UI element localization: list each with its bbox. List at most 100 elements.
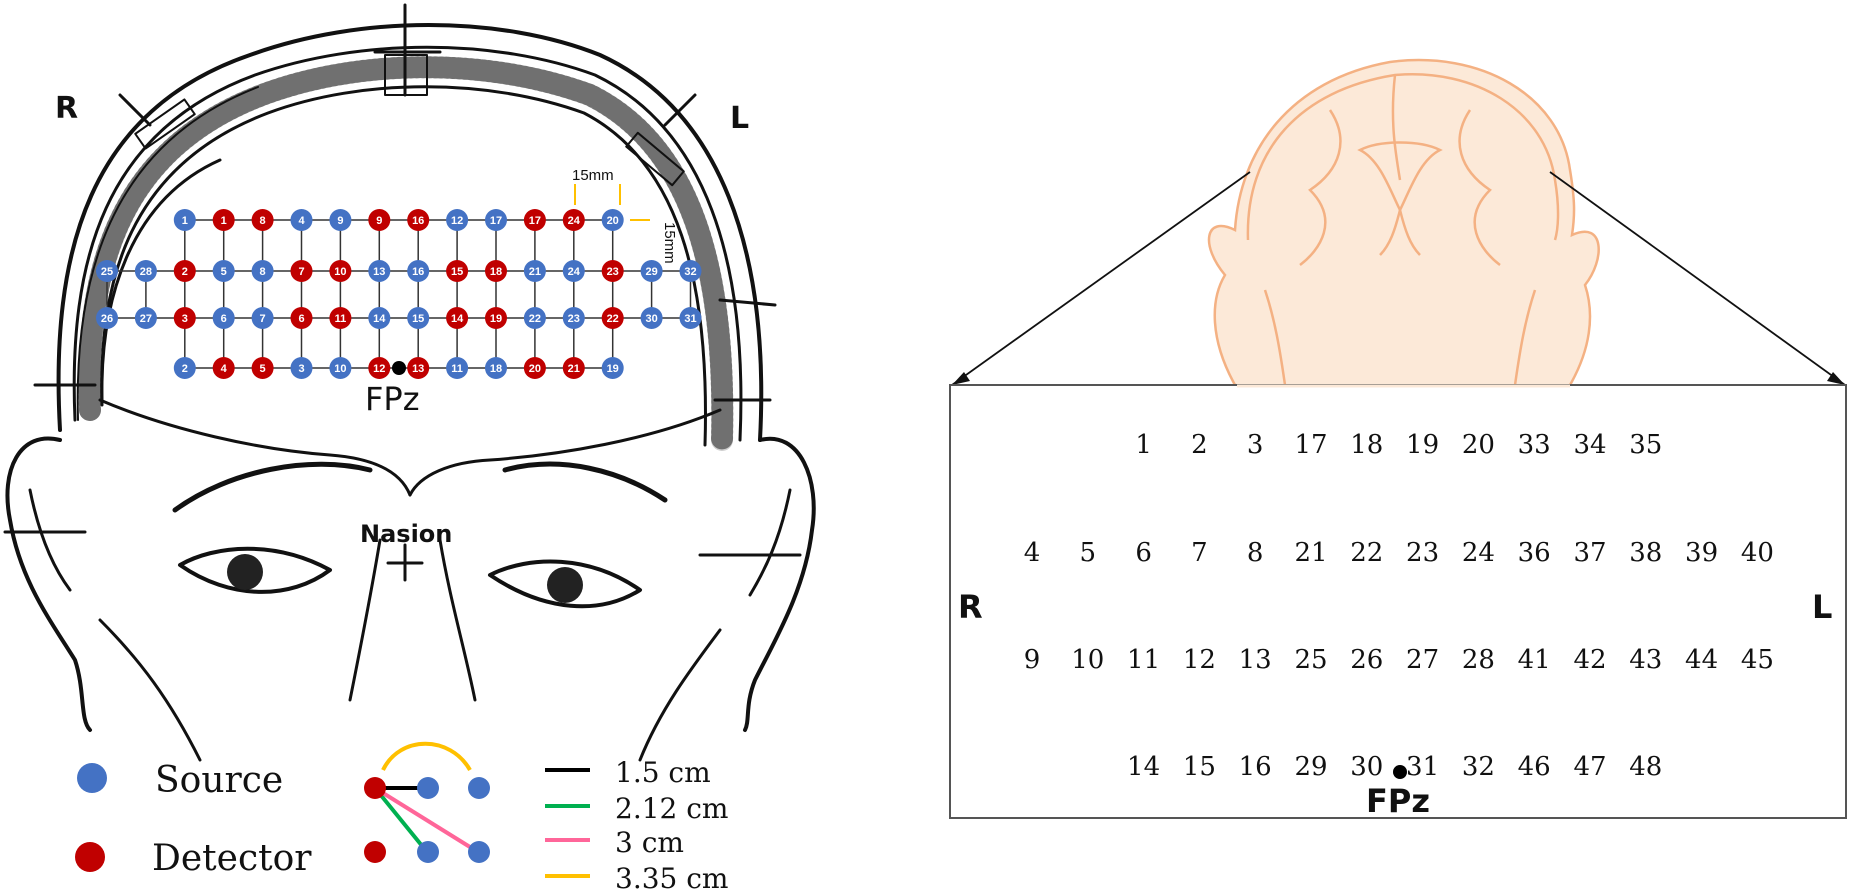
- side-label-left-2: L: [1812, 588, 1832, 626]
- detector-optode: [173, 307, 196, 329]
- optode-number: 25: [101, 266, 113, 278]
- channel-number: 22: [1350, 538, 1383, 568]
- source-optode: [407, 307, 430, 329]
- channel-number: 29: [1294, 752, 1327, 782]
- optode-number: 14: [451, 313, 464, 325]
- detector-optode: [446, 260, 469, 282]
- side-label-right-2: R: [958, 588, 983, 626]
- optode-number: 18: [490, 363, 502, 375]
- source-optode: [96, 260, 118, 282]
- detector-optode: [173, 260, 196, 282]
- channel-number: 15: [1183, 752, 1216, 782]
- source-optode: [640, 307, 663, 329]
- optode-number: 28: [140, 266, 152, 278]
- channel-number: 28: [1462, 645, 1495, 675]
- spacing-label-vertical: 15mm: [661, 222, 678, 264]
- optode-number: 19: [607, 363, 619, 375]
- source-optode: [562, 307, 585, 329]
- optode-number: 9: [337, 215, 343, 227]
- channel-number: 36: [1518, 538, 1551, 568]
- channel-number: 3: [1247, 430, 1264, 460]
- source-optode: [601, 357, 624, 379]
- fpz-label-right: FPz: [1366, 782, 1430, 820]
- detector-optode: [523, 209, 546, 231]
- detector-optode: [601, 260, 624, 282]
- detector-optode: [212, 357, 235, 379]
- nasion-label: Nasion: [360, 520, 452, 548]
- source-optode: [368, 307, 391, 329]
- optode-number: 17: [529, 215, 541, 227]
- optode-number: 8: [260, 266, 266, 278]
- channel-number: 39: [1685, 538, 1718, 568]
- optode-number: 23: [568, 313, 580, 325]
- distance-legend: 1.5 cm2.12 cm3 cm3.35 cm: [545, 756, 728, 895]
- optode-number: 13: [412, 363, 424, 375]
- optode-number: 5: [260, 363, 266, 375]
- channel-number: 6: [1135, 538, 1152, 568]
- spacing-label-horizontal: 15mm: [572, 167, 614, 184]
- detector-optode: [523, 357, 546, 379]
- optode-number: 12: [373, 363, 385, 375]
- source-optode: [251, 307, 274, 329]
- source-optode: [251, 260, 274, 282]
- source-optode: [679, 260, 702, 282]
- channel-number: 13: [1239, 645, 1272, 675]
- source-optode: [562, 260, 585, 282]
- channel-number: 8: [1247, 538, 1264, 568]
- optode-number: 1: [221, 215, 227, 227]
- optode-number: 14: [373, 313, 386, 325]
- channel-number: 24: [1462, 538, 1495, 568]
- optode-number: 4: [221, 363, 228, 375]
- optode-number: 26: [101, 313, 113, 325]
- source-optode: [212, 307, 235, 329]
- optode-number: 7: [298, 266, 304, 278]
- channel-number: 47: [1573, 752, 1606, 782]
- channel-number: 2: [1191, 430, 1208, 460]
- optode-number: 21: [568, 363, 580, 375]
- optode-number: 16: [412, 266, 424, 278]
- source-optode: [290, 209, 313, 231]
- spacing-annotation: 15mm 15mm: [572, 167, 678, 264]
- detector-optode: [212, 209, 235, 231]
- detector-optode: [290, 260, 313, 282]
- optode-number: 24: [568, 215, 581, 227]
- legend: Source Detector 1.5 cm2.12 cm3 cm3.35 cm: [75, 741, 728, 895]
- detector-optode: [485, 307, 507, 329]
- optode-number: 3: [182, 313, 188, 325]
- detector-optode: [601, 307, 624, 329]
- source-optode: [96, 307, 118, 329]
- channel-number: 14: [1127, 752, 1160, 782]
- detector-optode: [407, 357, 430, 379]
- detector-optode: [485, 260, 507, 282]
- channel-number: 21: [1294, 538, 1327, 568]
- channel-number: 35: [1629, 430, 1662, 460]
- source-optode: [407, 260, 430, 282]
- optode-number: 2: [182, 266, 188, 278]
- optode-number: 29: [645, 266, 657, 278]
- optode-number: 15: [451, 266, 463, 278]
- channel-number: 44: [1685, 645, 1718, 675]
- channel-layout-box: [949, 384, 1847, 819]
- channel-number: 12: [1183, 645, 1216, 675]
- side-label-right: R: [55, 91, 78, 126]
- source-optode: [485, 357, 507, 379]
- source-optode: [329, 209, 352, 231]
- optode-number: 5: [221, 266, 227, 278]
- detector-optode: [251, 209, 274, 231]
- channel-number: 19: [1406, 430, 1439, 460]
- optode-number: 15: [412, 313, 424, 325]
- source-optode: [523, 307, 546, 329]
- channel-number: 26: [1350, 645, 1383, 675]
- source-optode: [640, 260, 663, 282]
- distance-example-diagram: [364, 741, 490, 863]
- source-optode: [485, 209, 507, 231]
- channel-number: 9: [1024, 645, 1041, 675]
- optode-number: 32: [684, 266, 696, 278]
- optode-number: 11: [451, 363, 463, 375]
- channel-number: 48: [1629, 752, 1662, 782]
- source-optode: [601, 209, 624, 231]
- channel-number: 37: [1573, 538, 1606, 568]
- source-optode: [523, 260, 546, 282]
- channel-number: 34: [1573, 430, 1606, 460]
